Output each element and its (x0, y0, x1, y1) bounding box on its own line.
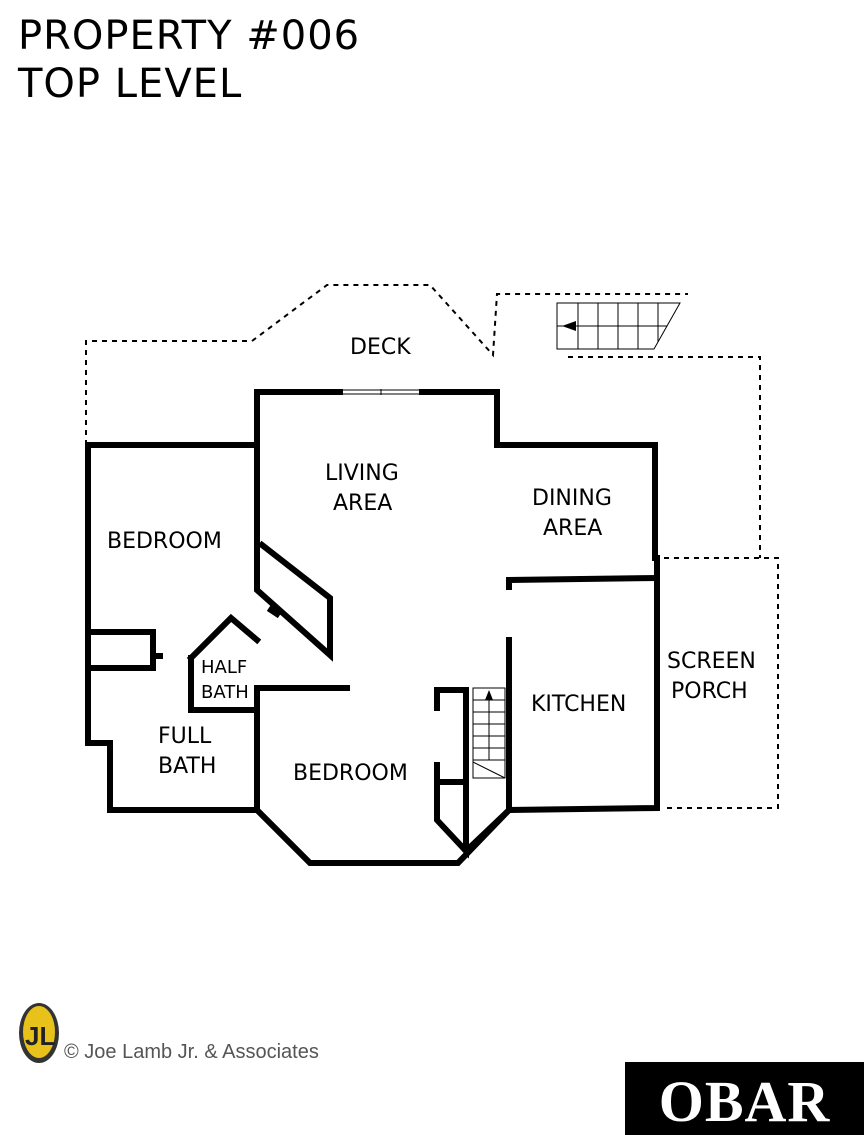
obar-logo-text: OBAR (658, 1069, 831, 1134)
door-stub (266, 605, 282, 619)
stair-diagonal-wall (461, 807, 512, 856)
living-area-label-1: LIVING (325, 461, 399, 486)
stairs-up-arrow-icon (485, 690, 493, 700)
screen-porch-label-2: PORCH (671, 679, 748, 704)
stairs-arrow-icon (562, 321, 576, 331)
bedroom-closet (85, 629, 156, 671)
deck-right-outline (568, 356, 761, 558)
half-bath-walls (186, 613, 262, 713)
dining-area-label-2: AREA (543, 516, 602, 541)
half-bath-label-2: BATH (201, 682, 249, 703)
deck-label: DECK (350, 335, 411, 360)
deck-stairs (556, 302, 681, 350)
obar-logo: OBAR (625, 1062, 864, 1135)
interior-stair-walls (434, 687, 469, 859)
screen-porch-label-1: SCREEN (667, 649, 756, 674)
kitchen-label: KITCHEN (531, 692, 626, 717)
interior-stairs (472, 687, 506, 779)
full-bath-label-1: FULL (158, 724, 212, 749)
dining-area-label-1: DINING (532, 486, 612, 511)
screen-porch-outline (664, 557, 779, 809)
living-area-label-2: AREA (333, 491, 392, 516)
kitchen-window (654, 585, 660, 632)
dining-kitchen-wall (506, 574, 659, 590)
jl-logo-text: JL (25, 1021, 55, 1051)
page-title-line1: PROPERTY #006 (18, 13, 361, 59)
full-bath-label-2: BATH (158, 754, 216, 779)
living-window (340, 389, 422, 395)
jl-logo-icon: JL (19, 1003, 59, 1063)
bedroom-living-wall (254, 442, 333, 662)
deck-outline (85, 284, 688, 445)
bedroom-lower-label: BEDROOM (293, 761, 408, 786)
half-bath-label-1: HALF (201, 657, 247, 678)
upper-exterior-walls (254, 389, 658, 561)
bedroom-upper-label: BEDROOM (107, 529, 222, 554)
copyright-credit: © Joe Lamb Jr. & Associates (64, 1041, 319, 1063)
page-title-line2: TOP LEVEL (18, 61, 243, 107)
